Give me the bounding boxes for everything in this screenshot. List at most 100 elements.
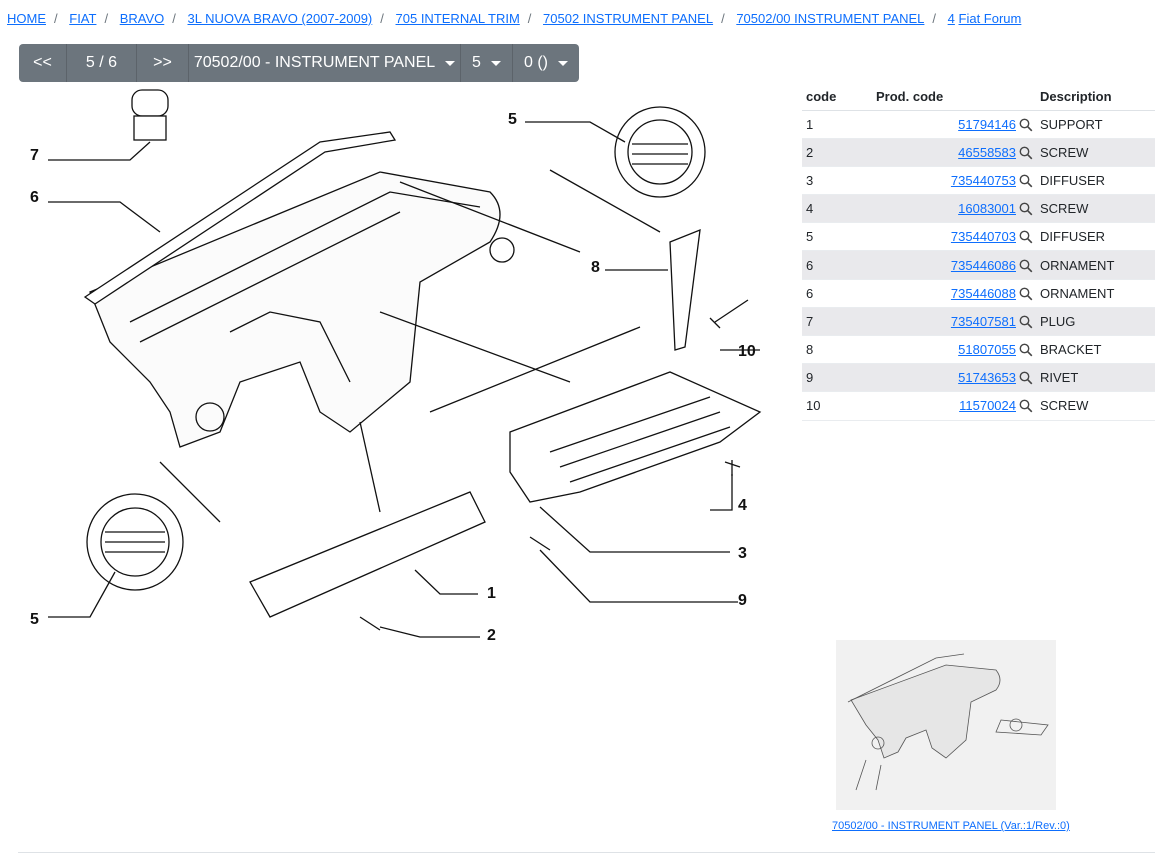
magnifier-icon[interactable] xyxy=(1016,117,1033,132)
breadcrumb-separator: / xyxy=(527,11,532,26)
breadcrumb-bravo[interactable]: BRAVO xyxy=(119,11,165,26)
magnifier-icon[interactable] xyxy=(1016,229,1033,244)
cell-prod-code: 46558583 xyxy=(872,138,1036,167)
caret-down-icon xyxy=(445,60,456,66)
breadcrumb-separator: / xyxy=(104,11,109,26)
table-row: 4 16083001 SCREW xyxy=(802,194,1155,224)
breadcrumb-group[interactable]: 705 INTERNAL TRIM xyxy=(395,11,520,26)
cell-description: DIFFUSER xyxy=(1036,166,1155,196)
cell-code: 2 xyxy=(802,138,872,167)
cell-prod-code: 735440703 xyxy=(872,222,1036,252)
center-diffuser xyxy=(509,371,762,503)
magnifier-icon[interactable] xyxy=(1016,342,1033,357)
plug-part xyxy=(131,89,169,117)
prod-code-link[interactable]: 735446086 xyxy=(950,257,1016,273)
support-part xyxy=(249,491,486,618)
magnifier-icon[interactable] xyxy=(1016,286,1033,301)
caret-down-icon xyxy=(490,60,501,66)
breadcrumb-fiat[interactable]: FIAT xyxy=(69,11,97,26)
breadcrumb-model[interactable]: 3L NUOVA BRAVO (2007-2009) xyxy=(187,11,373,26)
cell-prod-code: 16083001 xyxy=(872,194,1036,224)
page-indicator: 5 / 6 xyxy=(67,44,137,82)
prod-code-link[interactable]: 46558583 xyxy=(958,144,1016,160)
prod-code-link[interactable]: 735407581 xyxy=(950,313,1016,329)
callout-6: 6 xyxy=(30,189,39,206)
prod-code-link[interactable]: 51794146 xyxy=(958,116,1016,132)
cell-description: ORNAMENT xyxy=(1036,250,1155,280)
header-prod-code: Prod. code xyxy=(872,83,1036,111)
magnifier-icon[interactable] xyxy=(1016,398,1033,413)
prod-code-link[interactable]: 735440703 xyxy=(950,229,1016,245)
magnifier-icon[interactable] xyxy=(1016,370,1033,385)
magnifier-icon[interactable] xyxy=(1016,201,1033,216)
breadcrumb-table[interactable]: 70502/00 INSTRUMENT PANEL xyxy=(736,11,925,26)
prod-code-link[interactable]: 16083001 xyxy=(958,201,1016,217)
cell-code: 3 xyxy=(802,166,872,196)
footer-divider xyxy=(18,852,1155,853)
callout-10: 10 xyxy=(738,343,756,360)
prod-code-link[interactable]: 51807055 xyxy=(958,342,1016,358)
magnifier-icon[interactable] xyxy=(1016,173,1033,188)
magnifier-icon[interactable] xyxy=(1016,258,1033,273)
cell-code: 4 xyxy=(802,194,872,224)
variant-dropdown[interactable]: 0 () xyxy=(513,44,579,82)
callout-5-left: 5 xyxy=(30,611,39,628)
breadcrumb-forum-link[interactable]: Fiat Forum xyxy=(958,11,1022,26)
next-button[interactable]: >> xyxy=(137,44,189,82)
cell-description: SCREW xyxy=(1036,391,1155,421)
table-row: 6 735446088 ORNAMENT xyxy=(802,279,1155,308)
prod-code-link[interactable]: 51743653 xyxy=(958,370,1016,386)
bracket-part xyxy=(669,228,701,351)
cell-description: SCREW xyxy=(1036,138,1155,167)
magnifier-icon[interactable] xyxy=(1016,314,1033,329)
breadcrumb-separator: / xyxy=(54,11,58,26)
cell-prod-code: 51807055 xyxy=(872,335,1036,365)
breadcrumb-separator: / xyxy=(721,11,725,26)
cell-code: 6 xyxy=(802,279,872,308)
callout-3: 3 xyxy=(738,545,747,562)
screw-4 xyxy=(724,460,741,476)
cell-prod-code: 11570024 xyxy=(872,391,1036,421)
breadcrumb-subgroup[interactable]: 70502 INSTRUMENT PANEL xyxy=(543,11,714,26)
callout-8: 8 xyxy=(591,259,600,276)
cell-description: ORNAMENT xyxy=(1036,279,1155,308)
breadcrumb-home[interactable]: HOME xyxy=(7,11,46,26)
prod-code-link[interactable]: 735440753 xyxy=(950,172,1016,188)
prod-code-link[interactable]: 11570024 xyxy=(959,398,1016,414)
header-code: code xyxy=(802,83,872,111)
magnifier-icon[interactable] xyxy=(1016,145,1033,160)
cell-prod-code: 735446088 xyxy=(872,279,1036,308)
cell-code: 6 xyxy=(802,250,872,280)
callout-5-right: 5 xyxy=(508,111,517,128)
table-row: 2 46558583 SCREW xyxy=(802,138,1155,167)
cell-code: 5 xyxy=(802,222,872,252)
thumbnail-image[interactable] xyxy=(836,640,1056,810)
thumbnail-caption-link[interactable]: 70502/00 - INSTRUMENT PANEL (Var.:1/Rev.… xyxy=(832,820,1070,832)
breadcrumb-forum-count[interactable]: 4 xyxy=(947,11,955,26)
cell-prod-code: 735440753 xyxy=(872,166,1036,196)
caret-down-icon xyxy=(558,60,568,66)
cell-prod-code: 51743653 xyxy=(872,363,1036,393)
cell-description: SCREW xyxy=(1036,194,1155,224)
prod-code-link[interactable]: 735446088 xyxy=(950,285,1016,301)
cell-prod-code: 735407581 xyxy=(872,307,1036,337)
breadcrumb-separator: / xyxy=(172,11,176,26)
cell-prod-code: 735446086 xyxy=(872,250,1036,280)
previous-button[interactable]: << xyxy=(19,44,67,82)
cell-code: 1 xyxy=(802,110,872,139)
breadcrumb-separator: / xyxy=(380,11,384,26)
table-row: 3 735440753 DIFFUSER xyxy=(802,166,1155,196)
exploded-parts-diagram[interactable]: 7 6 5 5 8 10 4 3 9 1 2 xyxy=(20,82,780,642)
cell-description: DIFFUSER xyxy=(1036,222,1155,252)
table-number-dropdown[interactable]: 5 xyxy=(461,44,513,82)
rivet-part xyxy=(709,299,749,329)
panel-dropdown[interactable]: 70502/00 - INSTRUMENT PANEL xyxy=(189,44,461,82)
table-row: 6 735446086 ORNAMENT xyxy=(802,250,1155,280)
table-row: 5 735440703 DIFFUSER xyxy=(802,222,1155,252)
